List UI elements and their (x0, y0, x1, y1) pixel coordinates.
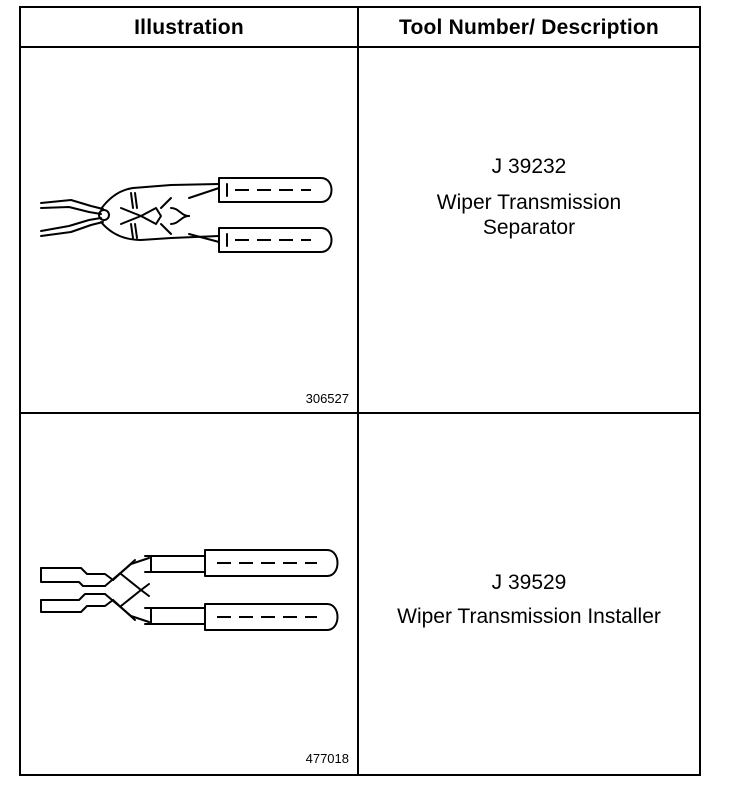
header-divider (21, 46, 699, 48)
description-cell-1: J 39232 Wiper Transmission Separator (359, 154, 699, 240)
figure-number-2: 477018 (305, 751, 349, 766)
wiper-transmission-separator-pliers-icon (40, 177, 333, 253)
tool-number-2: J 39529 (491, 571, 567, 594)
illustration-cell-2: 477018 (21, 414, 357, 774)
row-divider (21, 412, 699, 414)
figure-number-1: 306527 (305, 391, 349, 406)
tool-description-1-line1: Wiper Transmission (436, 191, 622, 214)
header-tool-description: Tool Number/ Description (399, 16, 659, 39)
header-illustration: Illustration (134, 16, 244, 39)
tool-number-1: J 39232 (491, 155, 567, 178)
wiper-transmission-installer-pliers-icon (40, 549, 339, 631)
tool-description-1-line2: Separator (482, 216, 576, 239)
column-divider (357, 8, 359, 774)
tool-table: Illustration Tool Number/ Description (19, 6, 701, 776)
description-cell-2: J 39529 Wiper Transmission Installer (359, 570, 699, 629)
tool-description-2-line1: Wiper Transmission Installer (397, 605, 661, 628)
illustration-cell-1: 306527 (21, 48, 357, 412)
